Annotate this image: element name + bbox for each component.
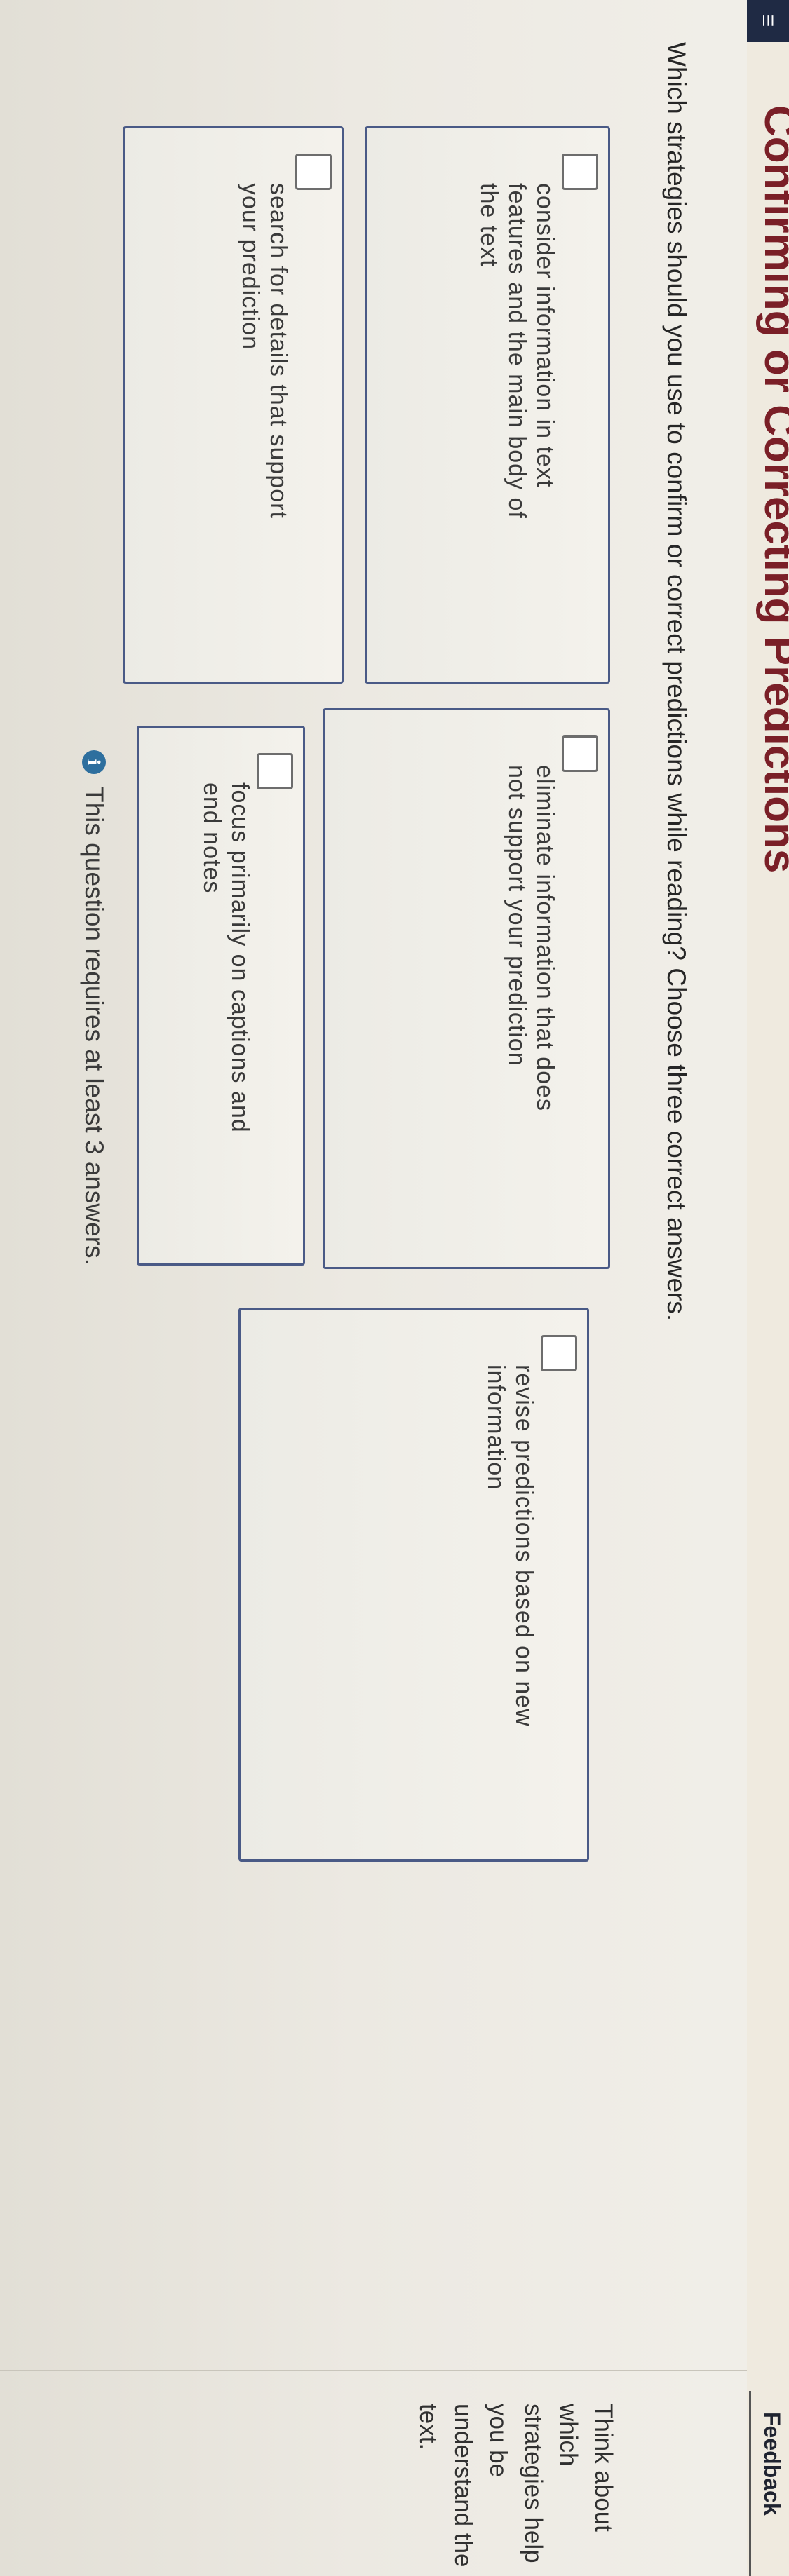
menu-glyph: ☰ (760, 14, 776, 28)
answer-option-4[interactable]: focus primarily on captions and end note… (137, 726, 305, 1266)
checkbox-option-1[interactable] (562, 154, 598, 190)
checkbox-option-5[interactable] (541, 1335, 577, 1371)
checkbox-option-4[interactable] (257, 753, 293, 789)
feedback-tab[interactable]: Feedback (760, 2412, 785, 2516)
answer-option-2[interactable]: search for details that support your pre… (123, 126, 344, 684)
checkbox-option-3[interactable] (562, 735, 598, 772)
checkbox-option-2[interactable] (295, 154, 332, 190)
answer-option-label: search for details that support your pre… (237, 183, 292, 519)
answer-option-3[interactable]: eliminate information that does not supp… (323, 708, 610, 1269)
answer-option-label: eliminate information that does not supp… (504, 765, 558, 1112)
panel-divider (0, 2370, 747, 2371)
menu-icon[interactable]: ☰ (747, 0, 789, 42)
header-bar: ☰ Confirming or Correcting Predictions F… (747, 0, 789, 2576)
feedback-hint: Think about which strategies help you be… (414, 2404, 617, 2568)
requirement-note: i This question requires at least 3 answ… (79, 750, 109, 1266)
info-icon: i (82, 750, 106, 774)
requirement-note-text: This question requires at least 3 answer… (80, 787, 109, 1266)
page-title: Confirming or Correcting Predictions (755, 105, 789, 874)
feedback-tab-underline (749, 2391, 751, 2576)
answer-option-label: focus primarily on captions and end note… (198, 782, 253, 1133)
answer-option-1[interactable]: consider information in text features an… (365, 126, 610, 684)
answer-option-5[interactable]: revise predictions based on new informat… (238, 1308, 589, 1862)
info-glyph: i (83, 759, 104, 766)
question-prompt: Which strategies should you use to confi… (662, 42, 691, 1322)
answer-option-label: revise predictions based on new informat… (483, 1364, 537, 1727)
answer-option-label: consider information in text features an… (476, 183, 558, 519)
